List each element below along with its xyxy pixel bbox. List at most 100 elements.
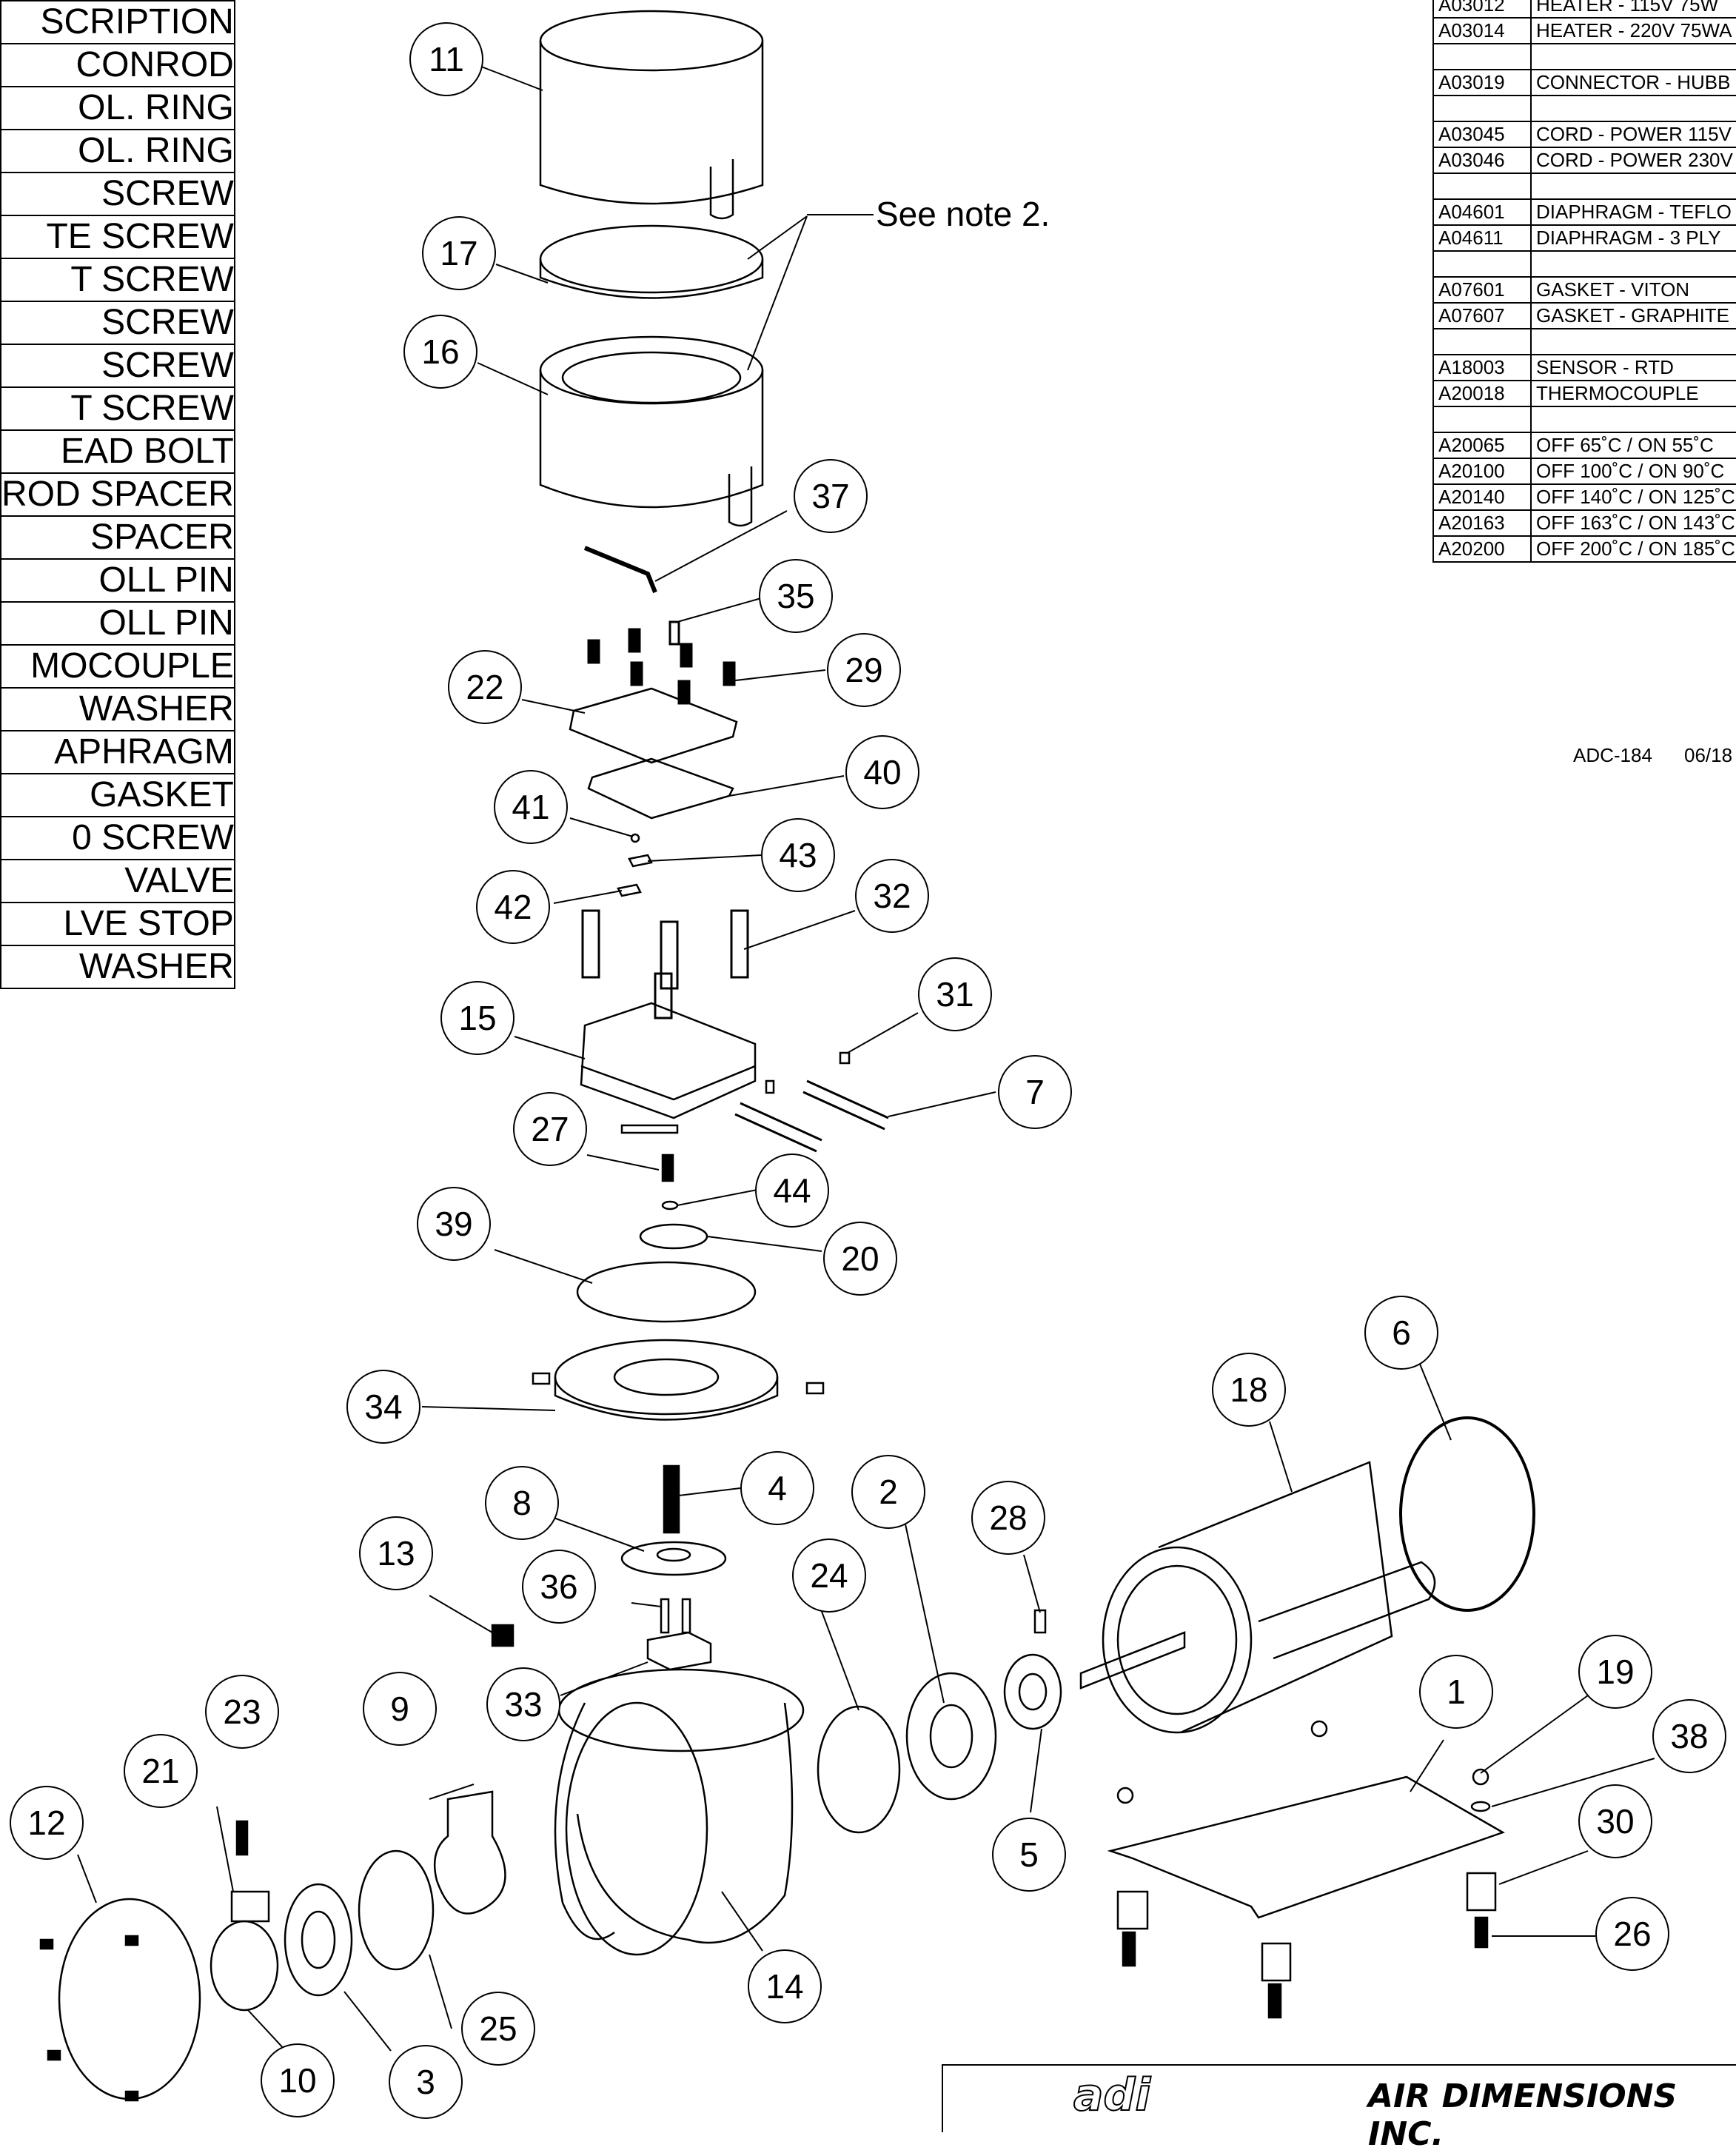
part-number-cell: [1432, 43, 1532, 70]
callout-balloon: 31: [918, 957, 992, 1031]
left-table-description-cell: T SCREW: [0, 386, 235, 431]
callout-balloon: 8: [485, 1466, 559, 1540]
option-description-cell: OFF 65˚C / ON 55˚C: [1530, 432, 1736, 459]
option-description-cell: [1530, 328, 1736, 355]
company-name: AIR DIMENSIONS INC.: [1368, 2077, 1678, 2153]
description-text: OLL PIN: [98, 560, 234, 600]
part-number-cell: A18003: [1432, 354, 1532, 381]
callout-balloon: 6: [1364, 1296, 1438, 1370]
callout-balloon: 15: [440, 981, 515, 1055]
callout-balloon: 42: [476, 870, 550, 944]
part-number-cell: [1432, 95, 1532, 122]
callout-balloon: 25: [461, 1992, 535, 2066]
option-description-cell: [1530, 173, 1736, 200]
description-text: CONROD: [76, 45, 234, 84]
option-description-cell: CONNECTOR - HUBB: [1530, 69, 1736, 96]
part-end-cover: [58, 1898, 201, 2100]
option-description-cell: HEATER - 115V 75W: [1530, 0, 1736, 19]
left-table-row: VALVE: [0, 859, 235, 903]
left-table-description-cell: OL. RING: [0, 86, 235, 130]
description-text: MOCOUPLE: [30, 646, 234, 686]
option-row: [1432, 95, 1736, 122]
description-text: TE SCREW: [46, 217, 234, 256]
callout-balloon: 27: [513, 1092, 587, 1166]
option-description-cell: HEATER - 220V 75WA: [1530, 17, 1736, 44]
description-text: VALVE: [124, 861, 234, 900]
part-number-cell: [1432, 406, 1532, 433]
option-description-cell: [1530, 250, 1736, 278]
option-row: [1432, 173, 1736, 200]
part-number-cell: A03045: [1432, 121, 1532, 148]
callout-balloon: 3: [389, 2045, 463, 2119]
part-thermocouple: [802, 1079, 889, 1131]
part-number-cell: A20065: [1432, 432, 1532, 459]
part-motor: [1079, 1461, 1436, 1734]
option-description-cell: OFF 200˚C / ON 185˚C: [1530, 535, 1736, 563]
left-table-row: ROD SPACER: [0, 472, 235, 517]
part-head-screws: [587, 620, 736, 705]
left-table-description-cell: SCRIPTION: [0, 0, 235, 44]
callout-balloon: 13: [359, 1516, 433, 1590]
option-description-cell: OFF 140˚C / ON 125˚C: [1530, 483, 1736, 511]
part-diaphragm: [576, 1261, 757, 1323]
part-probe: [583, 546, 657, 594]
left-table-description-cell: T SCREW: [0, 258, 235, 302]
description-text: SCREW: [101, 346, 234, 385]
part-end-bell: [1399, 1416, 1535, 1612]
callout-balloon: 12: [10, 1786, 84, 1860]
left-table-description-cell: OL. RING: [0, 129, 235, 173]
left-table-row: SCREW: [0, 301, 235, 345]
left-table-description-cell: TE SCREW: [0, 215, 235, 259]
left-table-description-cell: CONROD: [0, 43, 235, 87]
left-table-row: CONROD: [0, 43, 235, 87]
callout-balloon: 33: [486, 1667, 560, 1741]
option-description-cell: [1530, 406, 1736, 433]
description-text: WASHER: [78, 947, 234, 986]
left-table-row: OLL PIN: [0, 558, 235, 603]
callout-balloon: 5: [992, 1818, 1066, 1892]
callout-balloon: 20: [823, 1222, 897, 1296]
part-number-cell: A03046: [1432, 147, 1532, 174]
callout-balloon: 44: [755, 1153, 829, 1228]
description-text: ROD SPACER: [1, 475, 234, 514]
part-number-cell: A20200: [1432, 535, 1532, 563]
left-table-description-cell: SCREW: [0, 301, 235, 345]
part-crankcase: [554, 1668, 805, 1956]
adi-logo: adi: [1073, 2073, 1152, 2115]
left-table-row: 0 SCREW: [0, 816, 235, 860]
left-table-row: MOCOUPLE: [0, 644, 235, 689]
description-text: SCREW: [101, 303, 234, 342]
callout-balloon: 30: [1578, 1784, 1652, 1858]
callout-balloon: 32: [855, 859, 929, 933]
callout-balloon: 22: [448, 650, 522, 724]
callout-balloon: 35: [759, 559, 833, 633]
part-number-cell: [1432, 250, 1532, 278]
left-table-row: EAD BOLT: [0, 429, 235, 474]
left-table-row: T SCREW: [0, 258, 235, 302]
callout-balloon: 34: [346, 1370, 420, 1444]
part-number-cell: A07601: [1432, 276, 1532, 304]
part-gasket: [587, 757, 734, 820]
part-bolts: [581, 909, 749, 1019]
description-text: SCRIPTION: [40, 2, 234, 41]
left-table-row: SPACER: [0, 515, 235, 560]
left-table-row: WASHER: [0, 945, 235, 989]
option-description-cell: GASKET - VITON: [1530, 276, 1736, 304]
callout-balloon: 21: [124, 1734, 198, 1808]
callout-balloon: 29: [827, 633, 901, 707]
description-text: OLL PIN: [98, 603, 234, 643]
part-number-cell: A20140: [1432, 483, 1532, 511]
callout-balloon: 40: [845, 735, 919, 809]
left-table-row: LVE STOP: [0, 902, 235, 946]
option-row: [1432, 328, 1736, 355]
option-description-cell: GASKET - GRAPHITE: [1530, 302, 1736, 329]
